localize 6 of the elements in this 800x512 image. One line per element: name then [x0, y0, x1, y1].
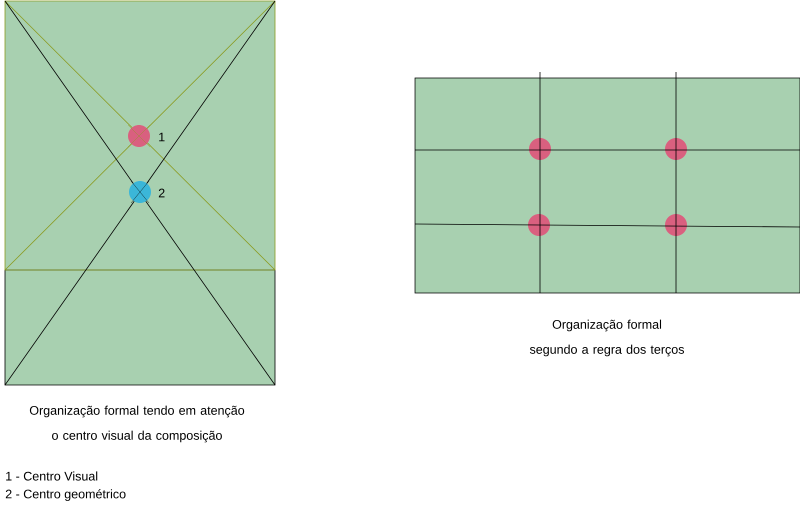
caption: Organização formal segundo a regra dos terços [530, 320, 684, 356]
legend-text: 2 - Centro geométrico [6, 489, 126, 501]
legend-text: 1 - Centro Visual [6, 471, 98, 481]
number-label: 2 [158, 188, 165, 198]
number-label: 1 [159, 132, 165, 142]
caption: Organização formal tendo em atenção o centro visual da composição [30, 406, 244, 442]
